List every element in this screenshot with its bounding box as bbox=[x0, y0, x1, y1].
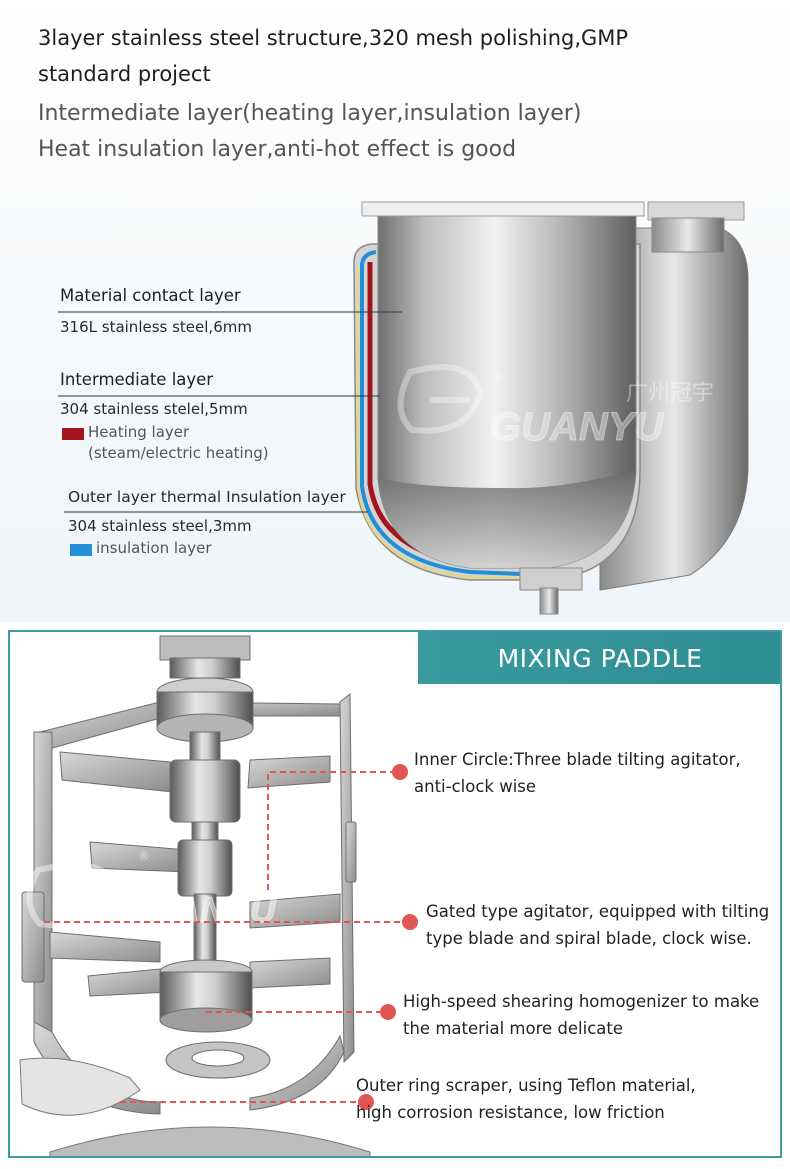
tilted-blades bbox=[49, 751, 341, 997]
outer-layer-spec: 304 stainless steel,3mm bbox=[68, 517, 252, 535]
headline-line-2: standard project bbox=[38, 62, 211, 86]
annotation-homogenizer: High-speed shearing homogenizer to make … bbox=[403, 992, 760, 1038]
callout-1 bbox=[267, 764, 408, 890]
annotation-inner-circle: Inner Circle:Three blade tilting agitato… bbox=[414, 750, 741, 796]
watermark-logo-top bbox=[397, 364, 484, 434]
headline-line-1: 3layer stainless steel structure,320 mes… bbox=[38, 26, 629, 50]
paddle-illustration: GUANYU 广州冠宇 ® bbox=[19, 635, 418, 1156]
watermark-registered-top: ® bbox=[492, 371, 505, 386]
watermark-registered-bottom: ® bbox=[138, 849, 150, 863]
annotation-scraper: Outer ring scraper, using Teflon materia… bbox=[356, 1076, 696, 1122]
outer-ring-scraper bbox=[19, 1057, 371, 1156]
callout-4 bbox=[120, 1094, 374, 1110]
annotation-gated-agitator: Gated type agitator, equipped with tilti… bbox=[426, 902, 770, 948]
callout-3 bbox=[206, 1004, 396, 1020]
callout-2 bbox=[44, 914, 418, 930]
tank-illustration: GUANYU 广州冠宇 ® bbox=[58, 201, 749, 615]
yellow-layer-line bbox=[357, 266, 523, 579]
intermediate-layer-spec: 304 stainless stelel,5mm bbox=[60, 400, 248, 418]
heating-legend-label: Heating layer bbox=[88, 423, 190, 441]
mixing-paddle-section: MIXING PADDLE bbox=[8, 630, 782, 1158]
insulation-legend-swatch bbox=[70, 544, 92, 556]
headline-line-4: Heat insulation layer,anti-hot effect is… bbox=[38, 137, 517, 162]
tank-structure-section: 3layer stainless steel structure,320 mes… bbox=[0, 0, 790, 622]
watermark-chinese-top: 广州冠宇 bbox=[626, 381, 714, 406]
headline-line-3: Intermediate layer(heating layer,insulat… bbox=[38, 101, 582, 126]
insulation-legend-label: insulation layer bbox=[96, 539, 212, 557]
intermediate-layer-title: Intermediate layer bbox=[60, 370, 214, 389]
material-layer-spec: 316L stainless steel,6mm bbox=[60, 318, 252, 336]
mixing-paddle-banner: MIXING PADDLE bbox=[418, 632, 780, 684]
heating-legend-note: (steam/electric heating) bbox=[88, 444, 269, 462]
bottom-outlet bbox=[519, 567, 583, 615]
outer-layer-title: Outer layer thermal Insulation layer bbox=[68, 488, 346, 506]
watermark-chinese-bottom: 广州冠宇 bbox=[254, 861, 334, 885]
central-shaft bbox=[156, 635, 271, 1079]
material-layer-title: Material contact layer bbox=[60, 286, 241, 305]
watermark-brand-bottom: GUANYU bbox=[120, 889, 277, 930]
vessel-rim bbox=[361, 201, 645, 217]
watermark-brand-top: GUANYU bbox=[490, 405, 664, 449]
heating-legend-swatch bbox=[62, 428, 84, 440]
watermark-logo-bottom bbox=[26, 862, 122, 929]
insulation-layer-line bbox=[360, 250, 523, 576]
